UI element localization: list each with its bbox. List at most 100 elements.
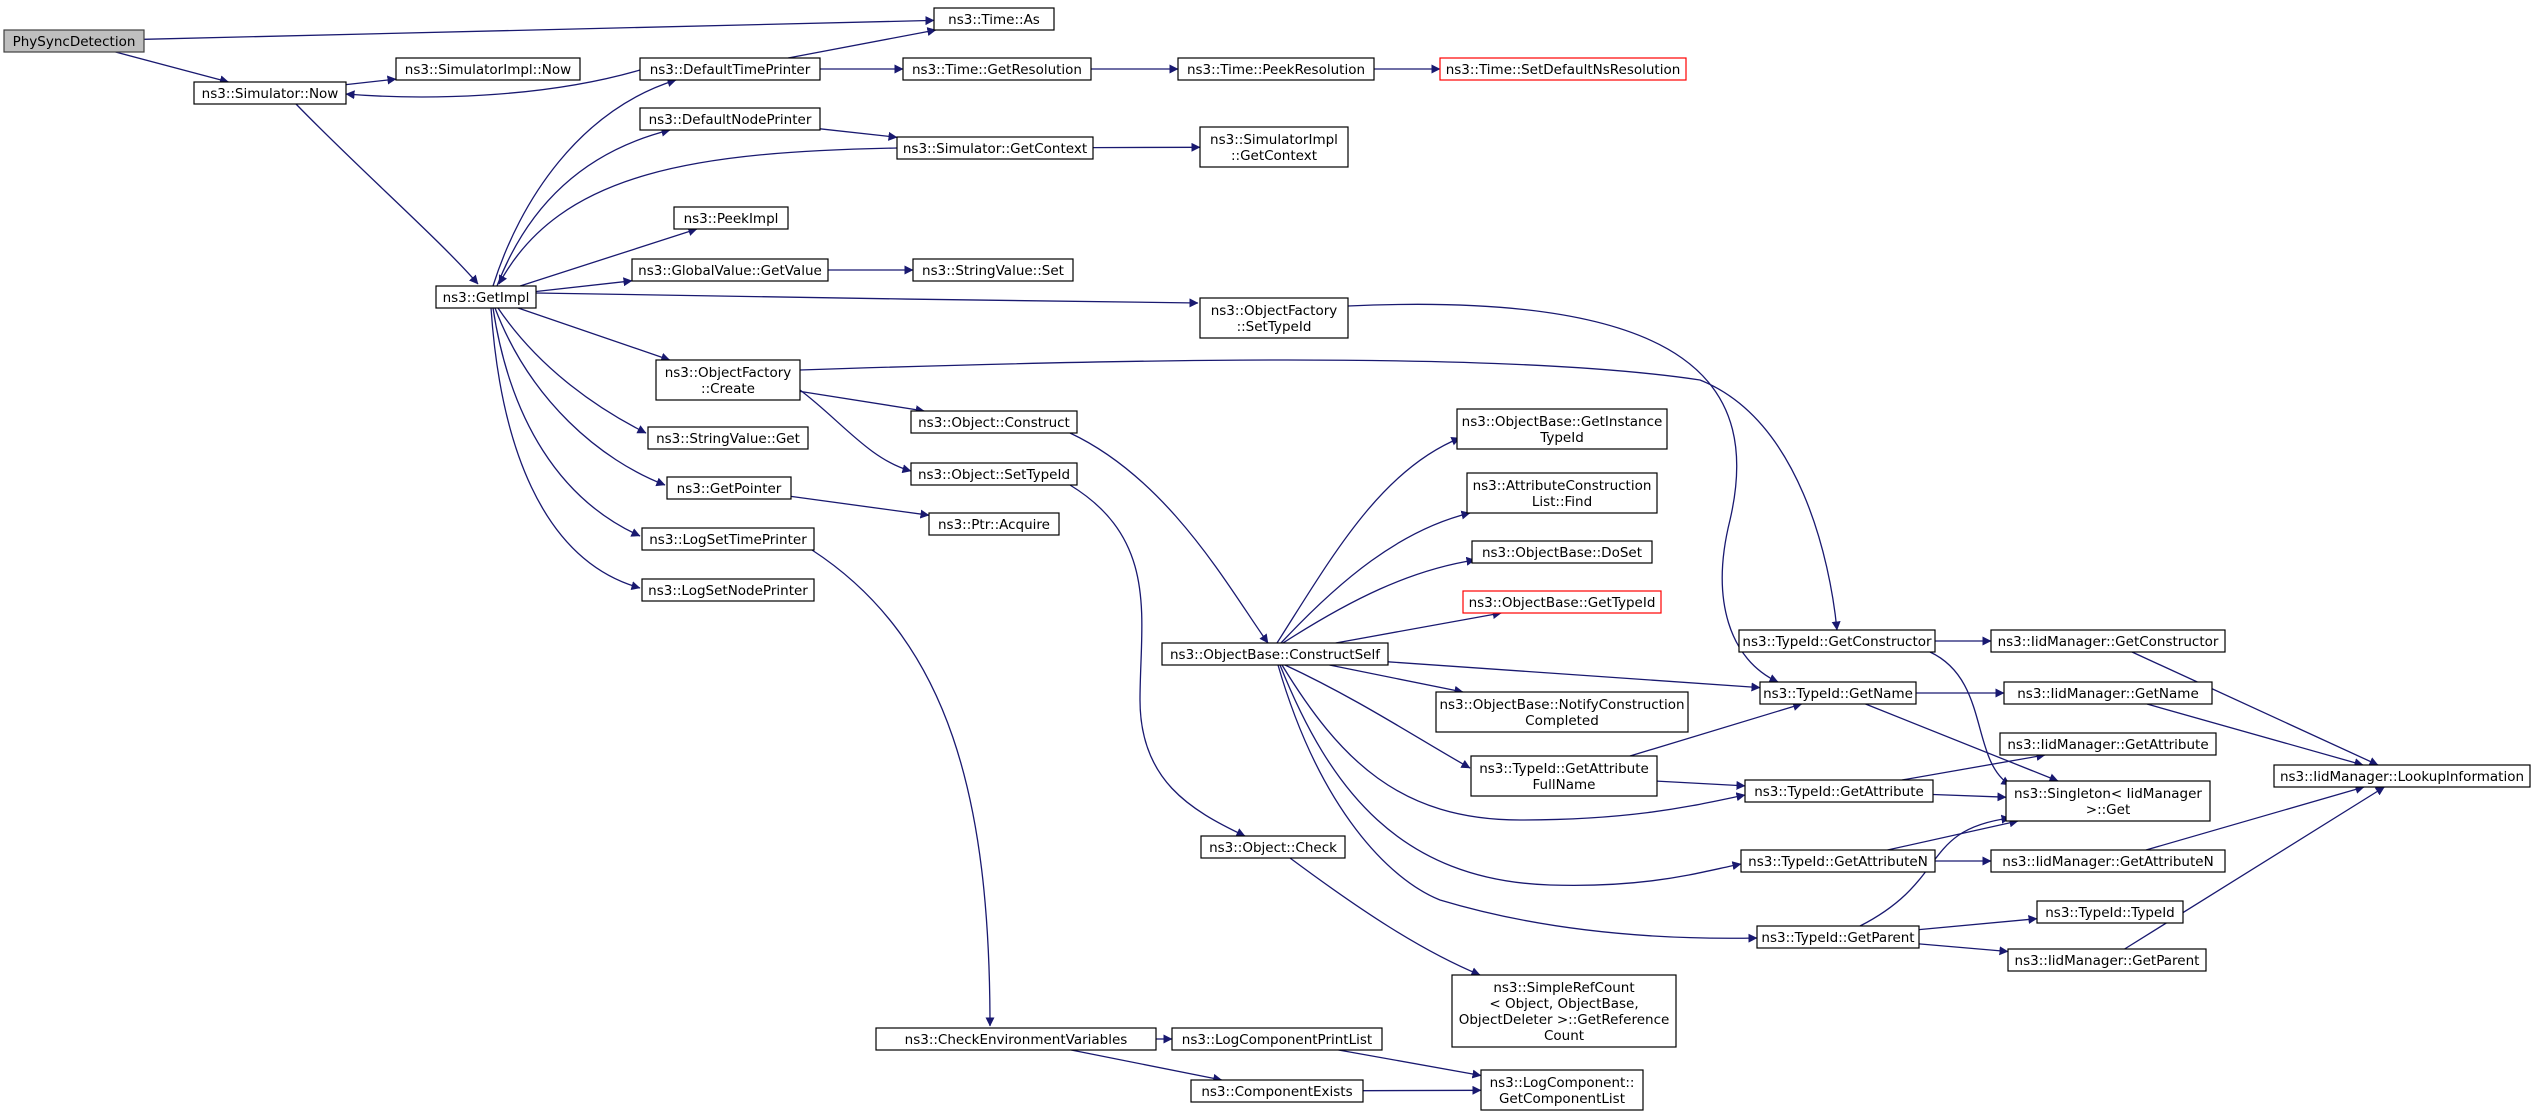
node-iid_lookup[interactable]: ns3::IidManager::LookupInformation	[2273, 764, 2531, 788]
node-tid_getctor[interactable]: ns3::TypeId::GetConstructor	[1738, 629, 1936, 653]
node-label: List::Find	[1532, 494, 1592, 510]
node-logsettime[interactable]: ns3::LogSetTimePrinter	[641, 527, 815, 551]
node-of_settypeid[interactable]: ns3::ObjectFactory::SetTypeId	[1199, 297, 1349, 339]
node-box	[1435, 691, 1689, 733]
node-iid_getname[interactable]: ns3::IidManager::GetName	[2003, 681, 2213, 705]
node-sv_get[interactable]: ns3::StringValue::Get	[647, 426, 809, 450]
node-label: ::GetContext	[1231, 148, 1317, 164]
node-ob_gettypeid[interactable]: ns3::ObjectBase::GetTypeId	[1462, 590, 1662, 614]
node-label: ns3::Time::PeekResolution	[1187, 62, 1365, 78]
node-label: ns3::Object::Check	[1209, 840, 1337, 856]
node-box	[1738, 629, 1936, 653]
node-label: < Object, ObjectBase,	[1489, 996, 1638, 1012]
edge-tid_getparent-to-iid_getparent	[1918, 943, 2009, 956]
edge-tid_getname-to-singleton_get	[1865, 703, 2059, 783]
node-box	[639, 107, 821, 131]
node-obj_settypeid[interactable]: ns3::Object::SetTypeId	[910, 462, 1078, 486]
node-time_getres[interactable]: ns3::Time::GetResolution	[902, 57, 1092, 81]
node-box	[647, 426, 809, 450]
edge-tid_getattr-to-iid_getattr	[1901, 752, 2046, 781]
node-label: Completed	[1525, 713, 1599, 729]
node-src_getref[interactable]: ns3::SimpleRefCount< Object, ObjectBase,…	[1451, 974, 1677, 1048]
node-label: ::Create	[701, 381, 755, 397]
node-iid_getattr[interactable]: ns3::IidManager::GetAttribute	[1999, 732, 2217, 756]
node-getpointer[interactable]: ns3::GetPointer	[666, 476, 792, 500]
node-singleton_get[interactable]: ns3::Singleton< IidManager>::Get	[2005, 780, 2211, 822]
node-check_env[interactable]: ns3::CheckEnvironmentVariables	[875, 1027, 1157, 1051]
node-physync[interactable]: PhySyncDetection	[3, 29, 145, 53]
node-box	[1456, 408, 1668, 450]
node-box	[910, 462, 1078, 486]
node-label: ns3::LogComponent::	[1490, 1075, 1635, 1091]
node-tid_getname[interactable]: ns3::TypeId::GetName	[1759, 681, 1917, 705]
node-label: ns3::PeekImpl	[684, 211, 779, 227]
edge-getimpl-to-def_time_printer	[492, 78, 677, 287]
node-box	[2007, 948, 2207, 972]
node-label: ns3::Time::SetDefaultNsResolution	[1446, 62, 1681, 78]
node-box	[1190, 1079, 1364, 1103]
node-tid_getparent[interactable]: ns3::TypeId::GetParent	[1756, 925, 1920, 949]
node-time_as[interactable]: ns3::Time::As	[933, 7, 1055, 31]
node-label: ns3::Ptr::Acquire	[938, 517, 1050, 533]
node-label: ns3::ObjectBase::ConstructSelf	[1170, 647, 1381, 663]
edge-ob_constructself-to-tid_getname	[1387, 661, 1761, 692]
node-obj_check[interactable]: ns3::Object::Check	[1200, 835, 1346, 859]
node-label: ns3::SimulatorImpl	[1210, 132, 1338, 148]
node-tid_getattrn[interactable]: ns3::TypeId::GetAttributeN	[1740, 849, 1936, 873]
node-label: ns3::Time::GetResolution	[912, 62, 1082, 78]
node-time_peekres[interactable]: ns3::Time::PeekResolution	[1177, 57, 1375, 81]
node-iid_getctor[interactable]: ns3::IidManager::GetConstructor	[1990, 629, 2226, 653]
node-ob_notify[interactable]: ns3::ObjectBase::NotifyConstructionCompl…	[1435, 691, 1689, 733]
edge-tid_getattrfull-to-tid_getname	[1629, 702, 1803, 757]
node-label: ns3::Time::As	[948, 12, 1040, 28]
node-sv_set[interactable]: ns3::StringValue::Set	[912, 258, 1074, 282]
node-of_create[interactable]: ns3::ObjectFactory::Create	[655, 359, 801, 401]
edge-tid_getattrfull-to-tid_getattr	[1656, 780, 1746, 790]
edge-def_time_printer-to-time_as	[787, 27, 937, 59]
edge-physync-to-time_as	[143, 16, 935, 40]
node-logsetnode[interactable]: ns3::LogSetNodePrinter	[641, 578, 815, 602]
node-obj_construct[interactable]: ns3::Object::Construct	[910, 410, 1078, 434]
node-simimpl_getctx[interactable]: ns3::SimulatorImpl::GetContext	[1199, 126, 1349, 168]
node-gv_getvalue[interactable]: ns3::GlobalValue::GetValue	[631, 258, 829, 282]
node-sim_getctx[interactable]: ns3::Simulator::GetContext	[896, 136, 1094, 160]
node-label: ns3::GetPointer	[677, 481, 782, 497]
node-getimpl[interactable]: ns3::GetImpl	[435, 285, 537, 309]
node-label: ns3::Object::SetTypeId	[918, 467, 1070, 483]
node-comp_exists[interactable]: ns3::ComponentExists	[1190, 1079, 1364, 1103]
node-tid_getattr[interactable]: ns3::TypeId::GetAttribute	[1744, 779, 1934, 803]
node-box	[3, 29, 145, 53]
node-label: ns3::AttributeConstruction	[1473, 478, 1652, 494]
edge-physync-to-sim_now	[115, 51, 229, 85]
node-ptr_acquire[interactable]: ns3::Ptr::Acquire	[928, 512, 1060, 536]
edge-of_settypeid-to-tid_getname	[1347, 303, 1779, 683]
node-label: ns3::StringValue::Set	[922, 263, 1064, 279]
edges	[115, 16, 2385, 1095]
node-time_setdef[interactable]: ns3::Time::SetDefaultNsResolution	[1439, 57, 1687, 81]
node-logcomp_getlist[interactable]: ns3::LogComponent::GetComponentList	[1480, 1069, 1644, 1111]
node-simimpl_now[interactable]: ns3::SimulatorImpl::Now	[395, 57, 581, 81]
node-label: >::Get	[2086, 802, 2130, 818]
node-sim_now[interactable]: ns3::Simulator::Now	[193, 81, 347, 105]
node-iid_getparent[interactable]: ns3::IidManager::GetParent	[2007, 948, 2207, 972]
node-box	[1161, 642, 1389, 666]
node-box	[1744, 779, 1934, 803]
node-box	[395, 57, 581, 81]
node-def_node_printer[interactable]: ns3::DefaultNodePrinter	[639, 107, 821, 131]
node-label: ns3::TypeId::GetAttributeN	[1748, 854, 1928, 870]
node-logcomp_printlist[interactable]: ns3::LogComponentPrintList	[1171, 1027, 1383, 1051]
node-label: ns3::IidManager::GetAttributeN	[2002, 854, 2213, 870]
node-peekimpl[interactable]: ns3::PeekImpl	[673, 206, 789, 230]
node-box	[2005, 780, 2211, 822]
edge-of_create-to-obj_construct	[799, 390, 925, 415]
node-ob_doset[interactable]: ns3::ObjectBase::DoSet	[1471, 540, 1653, 564]
node-iid_getattrn[interactable]: ns3::IidManager::GetAttributeN	[1990, 849, 2226, 873]
node-box	[1740, 849, 1936, 873]
node-ob_constructself[interactable]: ns3::ObjectBase::ConstructSelf	[1161, 642, 1389, 666]
node-def_time_printer[interactable]: ns3::DefaultTimePrinter	[639, 57, 821, 81]
node-tid_typeid[interactable]: ns3::TypeId::TypeId	[2036, 900, 2184, 924]
node-box	[902, 57, 1092, 81]
